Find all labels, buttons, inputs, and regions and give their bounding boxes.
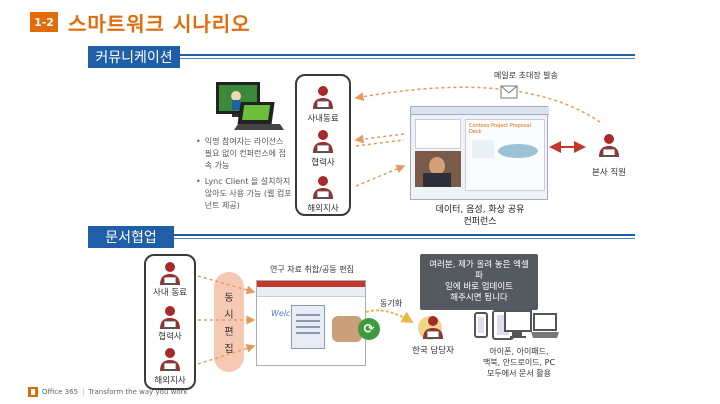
smartphone-icon (474, 312, 488, 338)
simultaneous-edit-pill: 동 시 편 집 (214, 272, 244, 372)
participant-label-overseas: 해외지사 (307, 204, 339, 214)
participant-label-partner: 협력사 (158, 332, 182, 342)
slide-number-badge: 1-2 (30, 12, 58, 32)
laptop-icon (530, 312, 560, 344)
office-logo-icon (28, 387, 38, 397)
employee-label: 본사 직원 (592, 168, 626, 178)
participant-label-overseas: 해외지사 (154, 376, 186, 386)
shared-document-screenshot: Welcome! (256, 280, 366, 366)
bullet-item: •Lync Client 을 설치하지 않아도 사용 가능 (웹 컴포넌트 제공… (196, 177, 292, 210)
screen-heading: Contoso Project Proposal Deck (469, 123, 531, 135)
section-collaboration-header: 문서협업 (88, 226, 174, 248)
email-icon (500, 84, 518, 103)
feature-bullets: •익명 참여자는 라이선스 필요 없이 컨퍼런스에 접속 가능 •Lync Cl… (196, 136, 292, 212)
footer-brand: Office 365 (42, 388, 79, 396)
devices-illustration (214, 78, 284, 134)
section-divider-thin (180, 58, 635, 59)
participant-label-partner: 협력사 (311, 158, 335, 168)
participant-label-colleague: 사내 동료 (153, 288, 187, 298)
speech-tail (438, 296, 452, 308)
section-communication-header: 커뮤니케이션 (88, 46, 180, 68)
person-icon (420, 314, 446, 340)
document-icon (291, 305, 325, 349)
tv-laptop-icon (216, 82, 284, 130)
section-divider (174, 234, 635, 236)
communication-arrows (354, 86, 601, 187)
participants-group-communication (295, 74, 351, 216)
collaboration-arrows (197, 275, 414, 365)
conference-caption: 데이터, 음성, 화상 공유 컨퍼런스 (435, 205, 525, 227)
email-invite-label: 메일로 초대장 발송 (494, 71, 558, 80)
monitor-icon (504, 310, 532, 344)
footer-branding: Office 365 | Transform the way you work (28, 387, 188, 397)
participants-group-collaboration (144, 254, 196, 390)
footer-tagline: Transform the way you work (88, 388, 188, 396)
sync-label: 동기화 (380, 299, 403, 308)
korea-manager (420, 314, 446, 344)
korea-manager-label: 한국 담당자 (412, 346, 454, 356)
section-divider (180, 54, 635, 56)
sync-icon: ⟳ (358, 318, 380, 340)
head-office-employee (596, 132, 622, 162)
team-photo-icon (332, 316, 362, 342)
person-icon (596, 132, 622, 158)
section-divider-thin (174, 238, 635, 239)
research-label: 연구 자료 취합/공동 편집 (270, 265, 354, 274)
conference-screenshot: Contoso Project Proposal Deck (410, 106, 549, 200)
bullet-item: •익명 참여자는 라이선스 필요 없이 컨퍼런스에 접속 가능 (196, 137, 286, 170)
participant-label-colleague: 사내동료 (307, 114, 339, 124)
slide-title: 스마트워크 시나리오 (68, 12, 251, 36)
device-support-caption: 아이폰, 아이패드, 맥북, 안드로이드, PC 모두에서 문서 활용 (482, 347, 556, 378)
